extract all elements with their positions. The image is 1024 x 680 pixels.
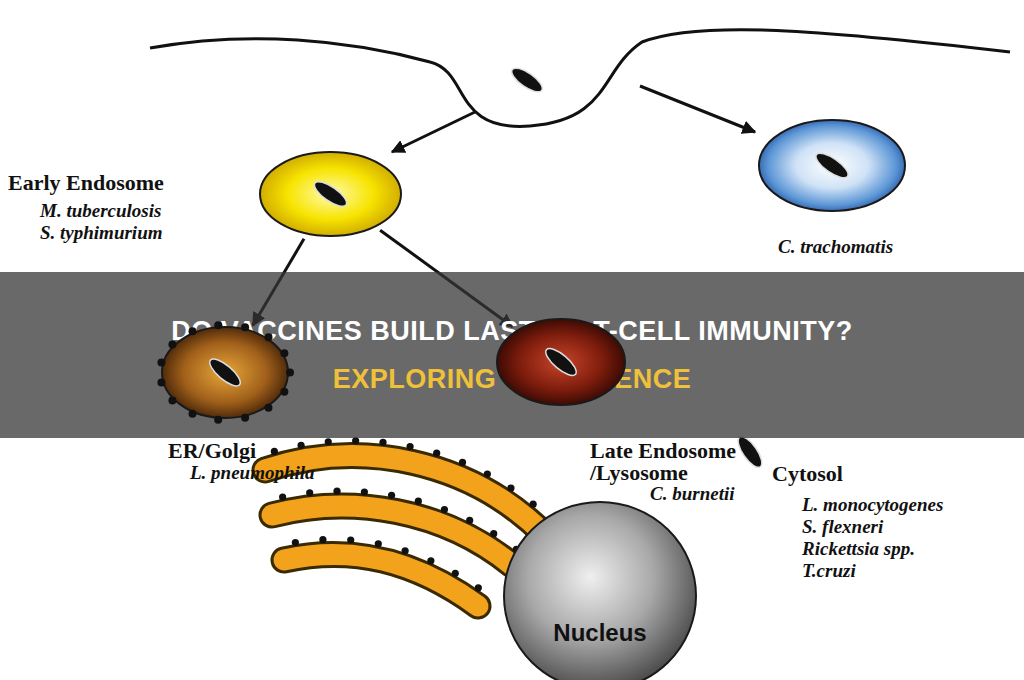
nucleus: Nucleus [502, 500, 698, 680]
ribosome [292, 539, 299, 546]
ribosome [459, 459, 466, 466]
ribosome [189, 327, 197, 335]
vacuole-outline [757, 118, 907, 213]
uptake-arrow [392, 112, 475, 152]
compartment-label: ER/Golgi [168, 440, 256, 462]
ribosome [319, 536, 326, 543]
vacuole-outline [495, 317, 627, 407]
pathogen-name: T.cruzi [802, 560, 856, 581]
ribosome [168, 341, 176, 349]
ribosome [157, 378, 165, 386]
ribosome [507, 484, 514, 491]
pathogen-name: S. typhimurium [40, 222, 163, 243]
ribosome-dots [271, 437, 537, 591]
ribosome [264, 404, 272, 412]
vacuole-outline [258, 150, 403, 238]
er-golgi-vacuole: ER/GolgiL. pneumophila [160, 325, 290, 420]
ribosome [375, 540, 382, 547]
vacuole-ellipse [759, 120, 905, 211]
ribosome [306, 489, 313, 496]
ribosome [352, 437, 359, 444]
pathogen-name: S. flexneri [802, 516, 883, 537]
vacuole-ellipse [497, 319, 625, 405]
ribosome [214, 416, 222, 424]
ribosome [347, 536, 354, 543]
uptake-arrow [640, 86, 755, 132]
vacuole-ellipse [260, 152, 401, 236]
vacuole-outline [160, 325, 290, 420]
pathogen-name: L. pneumophila [190, 462, 315, 483]
compartment-label: Early Endosome [8, 172, 164, 194]
ribosome [433, 450, 440, 457]
ribosome [466, 517, 473, 524]
early-endosome: Early EndosomeM. tuberculosisS. typhimur… [258, 150, 403, 238]
ribosome [452, 570, 459, 577]
ribosome [406, 443, 413, 450]
ribosome [279, 494, 286, 501]
ribosome [415, 498, 422, 505]
ribosome [168, 396, 176, 404]
ribosome [441, 506, 448, 513]
ribosome [241, 414, 249, 422]
bacterium [812, 149, 851, 182]
ribosome [214, 321, 222, 329]
ribosome [157, 359, 165, 367]
ribosome [280, 388, 288, 396]
compartment-label: Nucleus [553, 620, 646, 646]
bacterium [734, 433, 766, 471]
pathogen-name: M. tuberculosis [40, 200, 161, 221]
ribosome [297, 442, 304, 449]
ribosome [361, 488, 368, 495]
ribosome [490, 530, 497, 537]
bacterium [206, 355, 244, 390]
compartment-label: Late Endosome /Lysosome [590, 440, 740, 484]
ribosome [484, 470, 491, 477]
ribosome [475, 584, 482, 591]
pathogen-name: C. trachomatis [778, 236, 893, 257]
vacuole-ellipse [504, 502, 696, 680]
bacterium [311, 177, 350, 210]
ribosome [530, 501, 537, 508]
ribosome [325, 438, 332, 445]
bacterium [542, 344, 580, 379]
ribosome [271, 448, 278, 455]
pathogen-name: Rickettsia spp. [802, 538, 915, 559]
cell-membrane [150, 30, 1010, 127]
ribosome [333, 488, 340, 495]
ribosome [286, 369, 294, 377]
inclusion-vacuole: C. trachomatis [757, 118, 907, 213]
ribosome [280, 349, 288, 357]
ribosome [264, 333, 272, 341]
ribosome [379, 439, 386, 446]
ribosome [402, 547, 409, 554]
bacterium [508, 64, 546, 96]
pathogen-name: L. monocytogenes [802, 494, 943, 515]
vacuole-outline [502, 500, 698, 680]
ribosome [189, 410, 197, 418]
pathogen-name: C. burnetii [650, 483, 734, 504]
ribosome [427, 557, 434, 564]
lysosome-vacuole: Late Endosome /LysosomeC. burnetii [495, 317, 627, 407]
ribosome [241, 323, 249, 331]
compartment-label: Cytosol [772, 463, 843, 485]
ribosome [388, 492, 395, 499]
vacuole-ellipse [162, 327, 288, 418]
